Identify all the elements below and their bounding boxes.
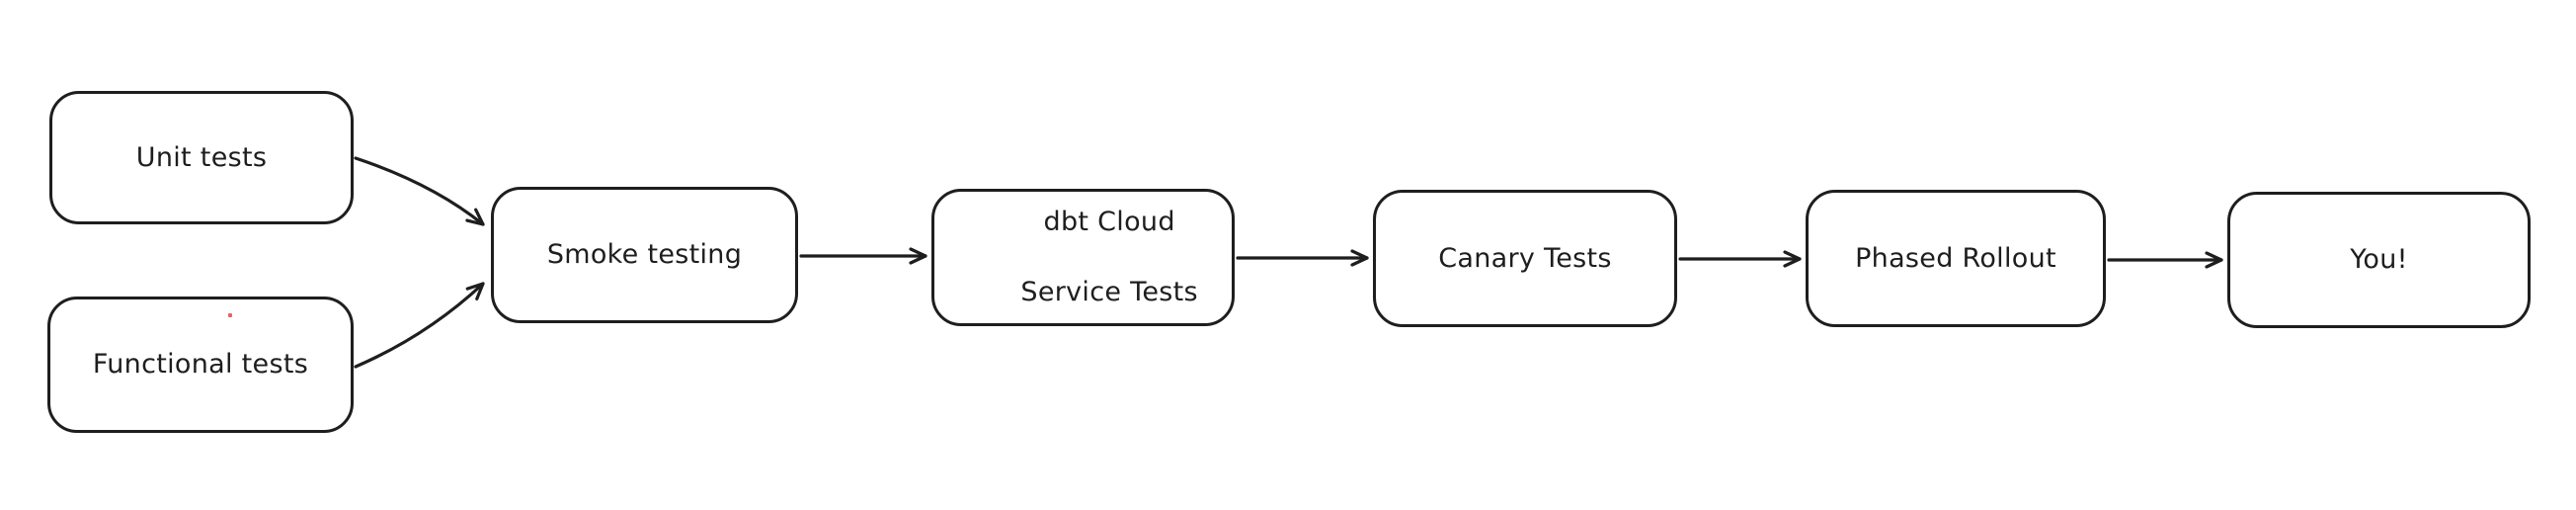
node-label: Phased Rollout	[1855, 242, 2056, 274]
node-dbt-cloud-service-tests: dbt Cloud Service Tests	[931, 189, 1235, 326]
node-label: Unit tests	[135, 141, 268, 173]
node-label: Canary Tests	[1438, 242, 1612, 274]
node-label: Functional tests	[92, 349, 309, 381]
node-label-line-1: dbt Cloud	[1043, 207, 1175, 238]
node-you: You!	[2227, 192, 2531, 328]
node-label-line-2: Service Tests	[1020, 277, 1198, 308]
node-canary-tests: Canary Tests	[1373, 190, 1677, 327]
stray-red-dot-artifact	[228, 313, 232, 317]
node-unit-tests: Unit tests	[49, 91, 354, 224]
node-label: dbt Cloud Service Tests	[968, 169, 1198, 345]
arrow-unit-tests-to-smoke-testing	[354, 156, 485, 226]
node-functional-tests: Functional tests	[47, 297, 354, 433]
node-label: You!	[2350, 244, 2408, 276]
node-smoke-testing: Smoke testing	[491, 187, 798, 323]
arrow-functional-tests-to-smoke-testing	[354, 282, 485, 369]
node-phased-rollout: Phased Rollout	[1806, 190, 2106, 327]
node-label: Smoke testing	[546, 239, 743, 271]
